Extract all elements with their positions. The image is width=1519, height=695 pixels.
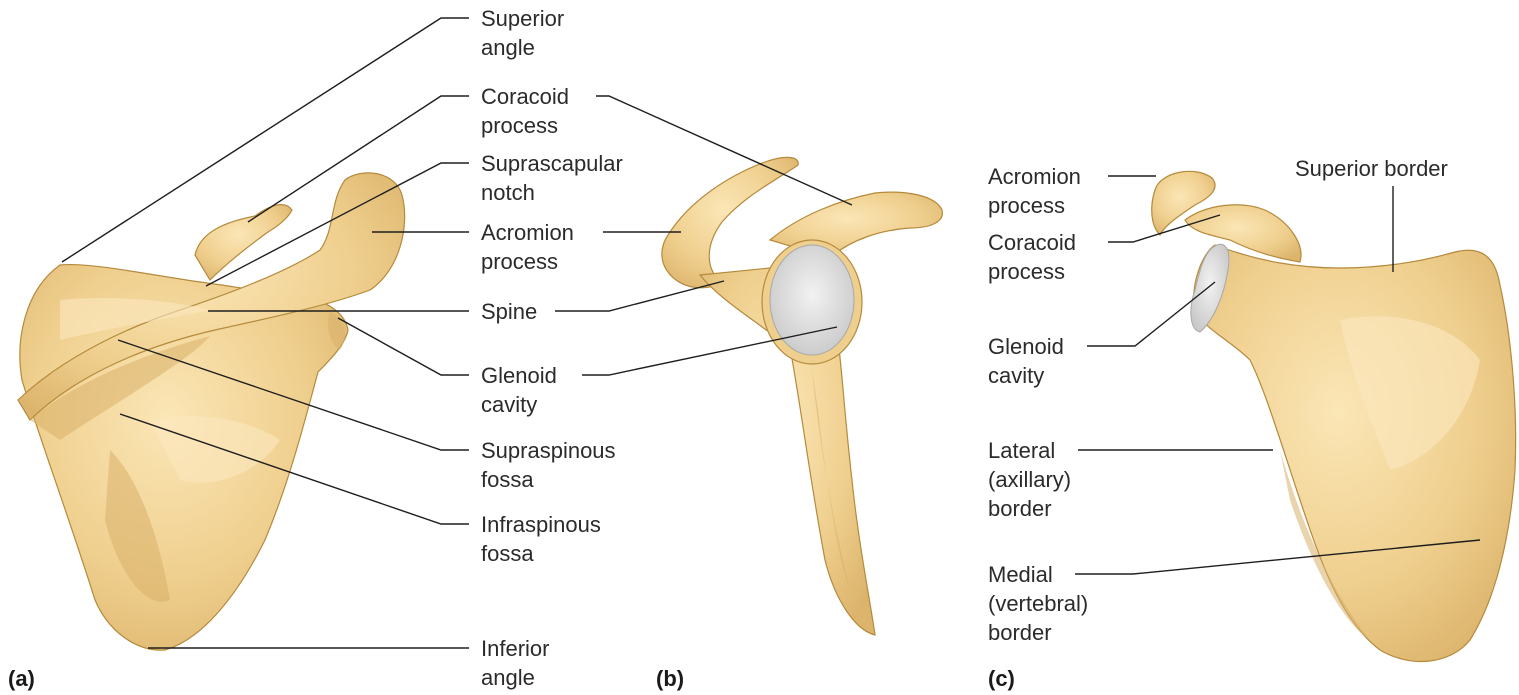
label-lateral-border: Lateral(axillary)border <box>988 436 1071 523</box>
label-spine: Spine <box>481 297 537 326</box>
panel-label-a: (a) <box>8 666 35 692</box>
panel-label-b: (b) <box>656 666 684 692</box>
scapula-anterior-view <box>1152 171 1516 661</box>
panel-label-c: (c) <box>988 666 1015 692</box>
scapula-posterior-view <box>18 173 405 650</box>
label-superior-border: Superior border <box>1295 154 1448 183</box>
scapula-c-coracoid <box>1185 205 1301 262</box>
scapula-lateral-view <box>662 157 942 635</box>
scapula-c-body <box>1194 245 1516 661</box>
scapula-a-coracoid <box>195 205 292 280</box>
label-medial-border: Medial(vertebral)border <box>988 560 1088 647</box>
